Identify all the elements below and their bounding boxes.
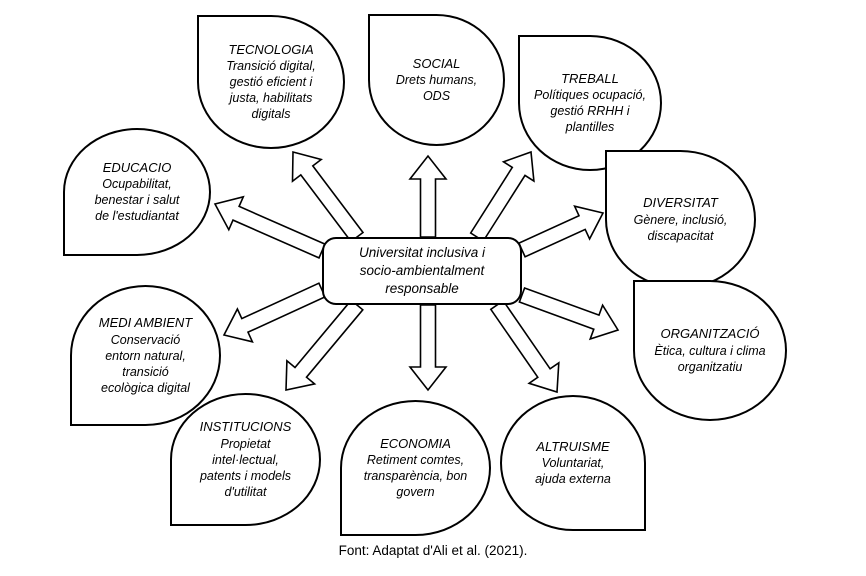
petal-title-institucions: INSTITUCIONS xyxy=(199,419,292,435)
petal-title-economia: ECONOMIA xyxy=(380,435,451,451)
arrow-organitzacio xyxy=(518,286,620,341)
petal-title-social: SOCIAL xyxy=(412,55,461,71)
petal-economia: ECONOMIA Retiment comtes, transparència,… xyxy=(340,400,491,536)
source-caption: Font: Adaptat d'Ali et al. (2021). xyxy=(338,543,528,558)
arrow-educacio xyxy=(213,195,327,259)
petal-body-altruisme: Voluntariat, ajuda externa xyxy=(535,456,611,487)
arrow-diversitat xyxy=(517,205,605,258)
arrow-institucions xyxy=(285,299,364,391)
petal-body-treball: Polítiques ocupació, gestió RRHH i plant… xyxy=(534,88,646,135)
petal-diversitat: DIVERSITAT Gènere, inclusió, discapacita… xyxy=(605,150,756,289)
arrow-economia xyxy=(408,304,448,392)
petal-body-medi-ambient: Conservació entorn natural, transició ec… xyxy=(101,332,190,395)
petal-body-social: Drets humans, ODS xyxy=(395,73,478,104)
petal-title-altruisme: ALTRUISME xyxy=(536,438,610,454)
petal-body-institucions: Propietat intel·lectual, patents i model… xyxy=(199,436,292,499)
arrow-medi-ambient xyxy=(222,282,327,343)
arrow-altruisme xyxy=(489,299,560,394)
petal-body-economia: Retiment comtes, transparència, bon gove… xyxy=(363,453,468,500)
petal-title-tecnologia: TECNOLOGIA xyxy=(228,41,314,57)
petal-body-educacio: Ocupabilitat, benestar i salut de l'estu… xyxy=(94,177,180,224)
petal-body-diversitat: Gènere, inclusió, discapacitat xyxy=(633,212,728,243)
petal-altruisme: ALTRUISME Voluntariat, ajuda externa xyxy=(500,395,646,531)
petal-medi-ambient: MEDI AMBIENT Conservació entorn natural,… xyxy=(70,285,221,426)
petal-body-tecnologia: Transició digital, gestió eficient i jus… xyxy=(226,59,316,122)
petal-title-educacio: EDUCACIO xyxy=(102,159,172,175)
petal-educacio: EDUCACIO Ocupabilitat, benestar i salut … xyxy=(63,128,211,256)
petal-organitzacio: ORGANITZACIÓ Ètica, cultura i clima orga… xyxy=(633,280,787,421)
petal-body-organitzacio: Ètica, cultura i clima organitzatiu xyxy=(654,343,766,374)
petal-title-treball: TREBALL xyxy=(561,70,619,86)
center-concept-text: Universitat inclusiva i socio-ambientalm… xyxy=(358,244,486,297)
petal-tecnologia: TECNOLOGIA Transició digital, gestió efi… xyxy=(197,15,345,149)
arrow-treball xyxy=(469,150,535,243)
arrow-social xyxy=(408,154,448,238)
petal-title-medi-ambient: MEDI AMBIENT xyxy=(98,315,193,331)
petal-title-organitzacio: ORGANITZACIÓ xyxy=(660,326,760,342)
petal-title-diversitat: DIVERSITAT xyxy=(643,195,718,211)
center-concept-box: Universitat inclusiva i socio-ambientalm… xyxy=(322,237,522,305)
petal-treball: TREBALL Polítiques ocupació, gestió RRHH… xyxy=(518,35,662,171)
arrow-tecnologia xyxy=(291,150,365,243)
petal-institucions: INSTITUCIONS Propietat intel·lectual, pa… xyxy=(170,393,321,526)
petal-social: SOCIAL Drets humans, ODS xyxy=(368,14,505,146)
